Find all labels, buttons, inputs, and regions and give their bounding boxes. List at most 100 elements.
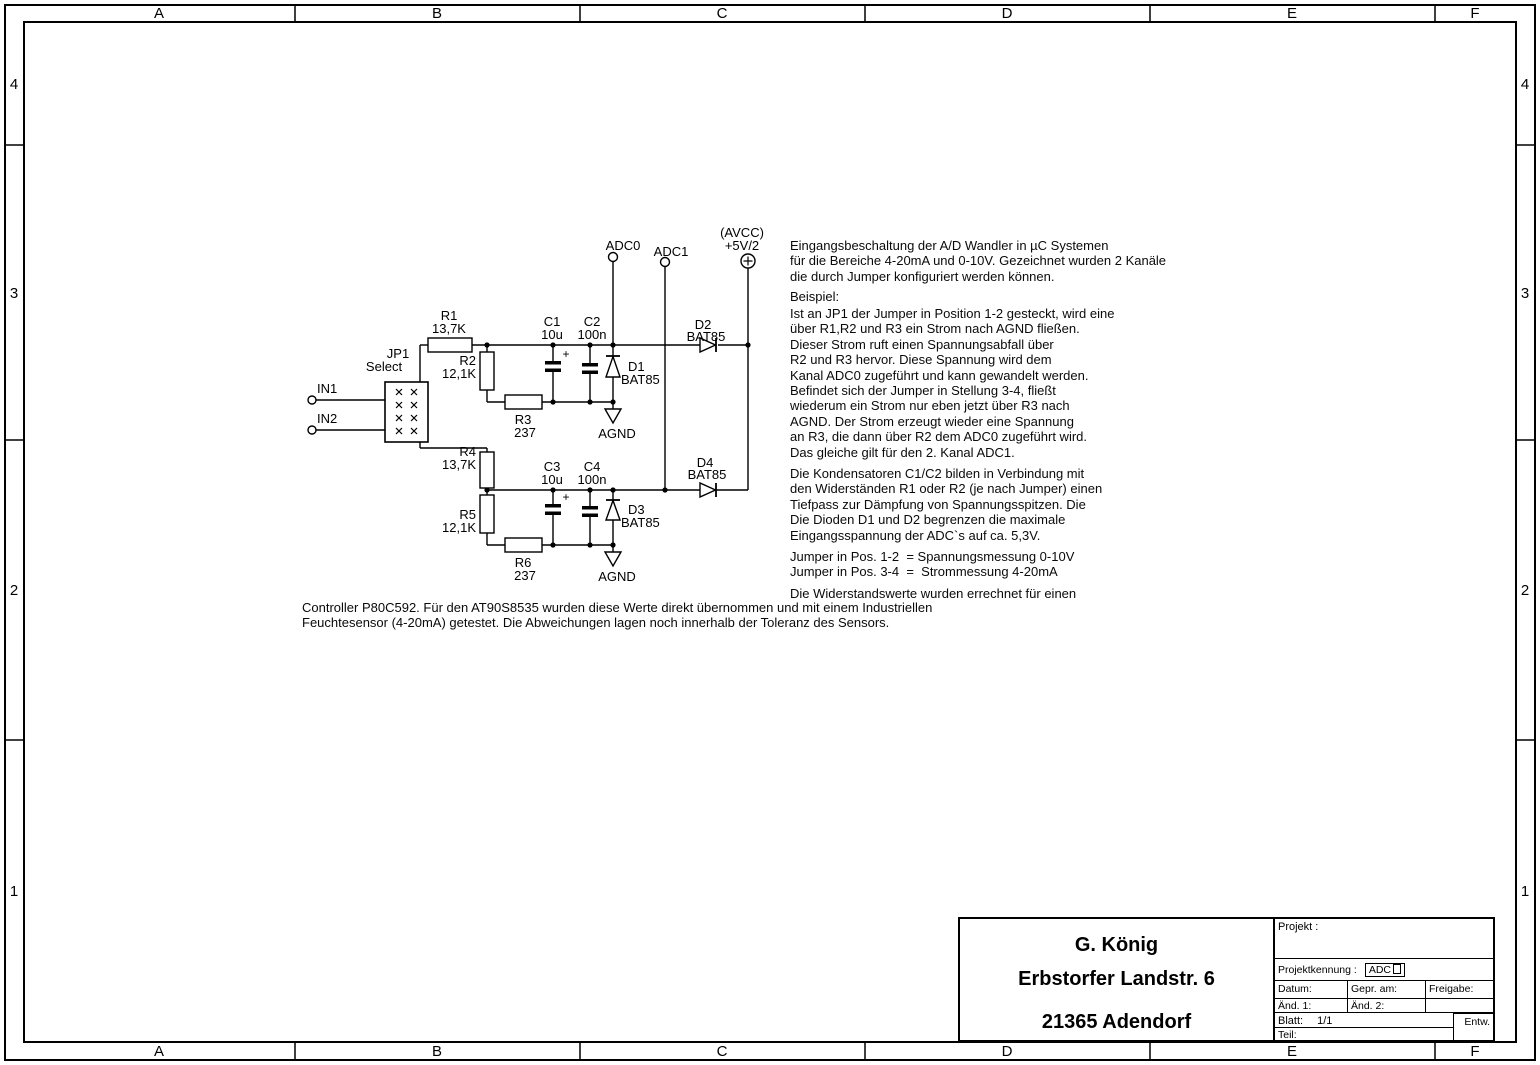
frame-col-e-top: E xyxy=(1287,5,1297,22)
projekt-cell: Projekt : xyxy=(1275,919,1493,959)
diode-d2-value: BAT85 xyxy=(687,329,726,344)
resistor-r3: R3 237 xyxy=(504,394,543,440)
missing-glyph-box xyxy=(1392,964,1401,974)
capacitor-c1-ref: C1 xyxy=(544,314,561,329)
ground-agnd-2-label: AGND xyxy=(598,569,636,584)
resistor-r6: R6 237 xyxy=(504,537,543,583)
frame-col-f-top: F xyxy=(1470,5,1479,22)
author-city: 21365 Adendorf xyxy=(1041,1011,1192,1033)
diode-d1-value: BAT85 xyxy=(621,372,660,387)
aend1-label: Änd. 1: xyxy=(1278,1000,1312,1012)
capacitor-c3-ref: C3 xyxy=(544,459,561,474)
aend2-cell: Änd. 2: xyxy=(1348,999,1426,1013)
teil-label: Teil: xyxy=(1278,1029,1297,1040)
input-in2-label: IN2 xyxy=(317,411,337,426)
frame-borders xyxy=(4,4,1536,1061)
gepr-cell: Gepr. am: xyxy=(1348,981,1426,999)
resistor-r3-value: 237 xyxy=(514,425,536,440)
frame-row-2-right: 2 xyxy=(1521,582,1529,599)
jumper-jp1: JP1 Select xyxy=(366,346,429,443)
projektkennung-text: ADC xyxy=(1368,964,1391,976)
frame-row-3-left: 3 xyxy=(10,285,18,302)
frame-col-f-bottom: F xyxy=(1470,1043,1479,1060)
capacitor-c4-value: 100n xyxy=(578,472,607,487)
author-street: Erbstorfer Landstr. 6 xyxy=(1018,968,1215,990)
frame-row-4-left: 4 xyxy=(10,76,18,93)
ground-agnd-2: AGND xyxy=(598,551,636,584)
title-block: G. König Erbstorfer Landstr. 6 21365 Ade… xyxy=(958,917,1495,1042)
description-intro: Eingangsbeschaltung der A/D Wandler in µ… xyxy=(790,238,1167,284)
frame-labels: A B C D E F A B C D E F 4 3 2 1 4 3 2 1 xyxy=(10,5,1529,1060)
frame-ticks xyxy=(5,5,1535,1060)
jumper-name: Select xyxy=(366,359,403,374)
terminal-avcc-name: (AVCC) xyxy=(720,225,764,240)
capacitor-c2: C2 100n xyxy=(578,314,606,374)
resistor-r2-value: 12,1K xyxy=(442,366,476,381)
resistor-r6-ref: R6 xyxy=(515,555,532,570)
description-jumper-positions: Jumper in Pos. 1-2 = Spannungsmessung 0-… xyxy=(790,549,1075,580)
resistor-r1-value: 13,7K xyxy=(432,321,466,336)
terminal-adc0-label: ADC0 xyxy=(606,238,641,253)
description-widerstandswerte: Die Widerstandswerte wurden errechnet fü… xyxy=(790,586,1077,601)
resistor-r4-value: 13,7K xyxy=(442,457,476,472)
terminal-adc0: ADC0 xyxy=(606,238,641,263)
terminal-adc1-label: ADC1 xyxy=(654,244,689,259)
diode-d2-ref: D2 xyxy=(695,317,712,332)
resistor-r5-value: 12,1K xyxy=(442,520,476,535)
junction-dots xyxy=(484,342,751,548)
aend2-label: Änd. 2: xyxy=(1351,1000,1385,1012)
resistor-r4-ref: R4 xyxy=(459,444,476,459)
description-beispiel-heading: Beispiel: xyxy=(790,289,840,304)
diode-d3: D3 BAT85 xyxy=(605,498,660,530)
resistor-r4: R4 13,7K xyxy=(442,444,495,489)
aend1-cell: Änd. 1: xyxy=(1275,999,1348,1013)
input-in1: IN1 xyxy=(307,381,337,405)
capacitor-c4: C4 100n xyxy=(578,459,607,517)
terminal-avcc-voltage: +5V/2 xyxy=(725,238,759,253)
title-block-fields: Projekt : Projektkennung :ADC Datum: Gep… xyxy=(1275,919,1493,1040)
frame-col-b-bottom: B xyxy=(432,1043,442,1060)
jumper-pins xyxy=(395,388,418,435)
ground-agnd-1: AGND xyxy=(598,408,636,441)
frame-row-2-left: 2 xyxy=(10,582,18,599)
gepr-label: Gepr. am: xyxy=(1351,983,1398,995)
frame-row-1-left: 1 xyxy=(10,883,18,900)
resistor-r2: R2 12,1K xyxy=(442,351,495,391)
resistor-r1-ref: R1 xyxy=(441,308,458,323)
diode-d1-ref: D1 xyxy=(628,359,645,374)
teil-cell: Teil: xyxy=(1275,1028,1453,1040)
description-kondensatoren: Die Kondensatoren C1/C2 bilden in Verbin… xyxy=(790,466,1103,543)
input-in1-label: IN1 xyxy=(317,381,337,396)
frame-col-c-top: C xyxy=(717,5,728,22)
blatt-value: 1/1 xyxy=(1317,1015,1333,1027)
frame-row-4-right: 4 xyxy=(1521,76,1529,93)
terminal-adc1: ADC1 xyxy=(654,244,689,268)
ground-agnd-1-label: AGND xyxy=(598,426,636,441)
resistor-r6-value: 237 xyxy=(514,568,536,583)
frame-row-1-right: 1 xyxy=(1521,883,1529,900)
description-beispiel-body: Ist an JP1 der Jumper in Position 1-2 ge… xyxy=(790,306,1115,460)
resistor-r1: R1 13,7K xyxy=(427,308,473,353)
resistor-r5-ref: R5 xyxy=(459,507,476,522)
capacitor-c1: C1 10u + xyxy=(541,314,570,372)
freigabe-label: Freigabe: xyxy=(1429,983,1474,995)
diode-d4-value: BAT85 xyxy=(688,467,727,482)
controller-note: Controller P80C592. Für den AT90S8535 wu… xyxy=(302,600,933,631)
capacitor-c3-polarity: + xyxy=(562,490,569,504)
freigabe-cell: Freigabe: xyxy=(1426,981,1493,999)
diode-d4: D4 BAT85 xyxy=(688,455,727,499)
capacitor-c4-ref: C4 xyxy=(584,459,601,474)
capacitor-c2-ref: C2 xyxy=(584,314,601,329)
terminal-avcc: (AVCC) +5V/2 xyxy=(720,225,764,269)
capacitor-c1-polarity: + xyxy=(562,347,569,361)
frame-col-c-bottom: C xyxy=(717,1043,728,1060)
projektkennung-cell: Projektkennung : ADC xyxy=(1275,959,1493,981)
blatt-label: Blatt: xyxy=(1278,1015,1304,1027)
resistor-r3-ref: R3 xyxy=(515,412,532,427)
projekt-label: Projekt : xyxy=(1278,921,1319,933)
projektkennung-label: Projektkennung : xyxy=(1278,964,1357,976)
capacitor-c3: C3 10u + xyxy=(541,459,570,515)
jumper-ref: JP1 xyxy=(387,346,409,361)
